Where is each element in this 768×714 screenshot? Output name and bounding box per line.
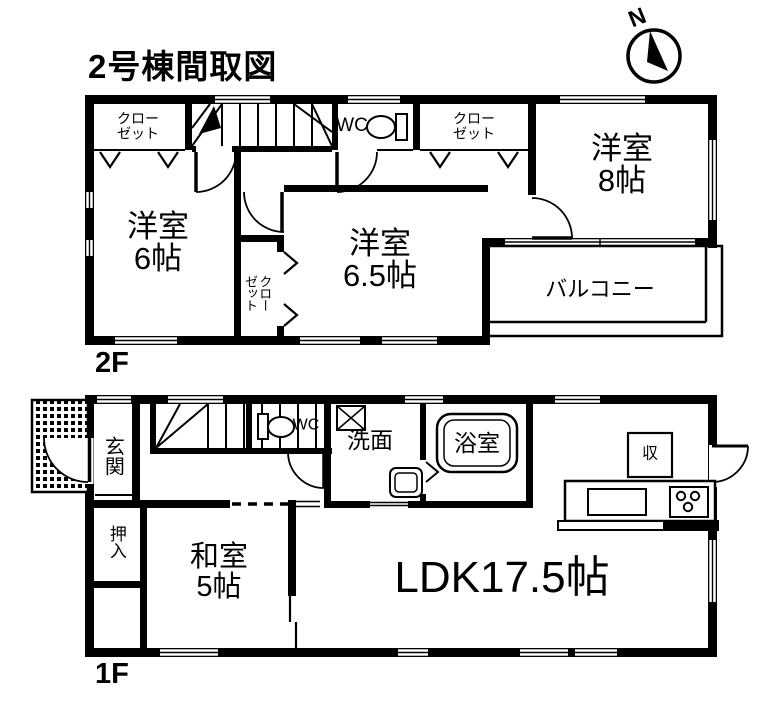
bathtub-icon — [435, 412, 519, 474]
room-name: 和室 — [189, 540, 249, 573]
closet-door-marks-2f — [99, 151, 519, 327]
room-label-storage: 収 — [641, 445, 659, 463]
room-label-closet-side-2f: クローゼット — [243, 275, 273, 311]
room-label-bedroom6: 洋室 6帖 — [127, 208, 189, 276]
storage-box — [626, 431, 674, 479]
room-name: 洋室 — [127, 208, 189, 244]
floor-label-2f: 2F — [95, 347, 129, 379]
room-label-wc-2f: WC — [336, 115, 368, 137]
front-door-arc — [43, 437, 89, 483]
sink-icon — [389, 467, 423, 498]
balcony-outline — [486, 244, 724, 338]
washing-machine-icon — [336, 405, 366, 431]
north-arrow-icon — [626, 28, 682, 84]
stairs-direction-arrow — [199, 106, 221, 134]
doors-1f — [287, 444, 749, 489]
room-size: 6帖 — [133, 241, 183, 276]
doors-2f — [194, 151, 573, 240]
room-label-wc-1f: WC — [292, 416, 320, 434]
page-title: 2号棟間取図 — [88, 48, 278, 85]
room-label-bathroom: 浴室 — [454, 430, 500, 457]
stove-icon — [669, 486, 709, 518]
room-name: 洋室 — [348, 225, 411, 261]
partition-lines-1f — [95, 449, 408, 648]
room-label-bedroom8: 洋室 8帖 — [591, 130, 653, 198]
room-size: 5帖 — [196, 571, 242, 603]
room-label-washitsu: 和室 5帖 — [190, 542, 248, 602]
room-label-entrance: 玄関 — [101, 436, 124, 476]
room-label-washroom: 洗面 — [347, 427, 393, 454]
kitchen-counter — [557, 479, 719, 531]
room-label-balcony: バルコニー — [545, 276, 655, 302]
floor-label-1f: 1F — [95, 658, 129, 690]
room-size: 6.5帖 — [342, 258, 418, 293]
room-label-oshiire: 押入 — [106, 525, 126, 559]
windows-2f — [86, 96, 716, 344]
room-label-bedroom65: 洋室 6.5帖 — [342, 225, 418, 293]
kitchen-sink-icon — [587, 488, 647, 516]
entrance-porch — [30, 398, 94, 494]
room-label-closet-mid-2f: クローゼット — [453, 110, 495, 141]
toilet-icon-1f — [257, 413, 295, 440]
room-label-closet-left-2f: クローゼット — [117, 110, 159, 141]
windows-1f — [97, 396, 716, 656]
toilet-icon-2f — [366, 113, 408, 141]
stairs-2f — [191, 103, 333, 147]
room-label-ldk: LDK17.5帖 — [394, 553, 610, 603]
room-name: 洋室 — [591, 130, 653, 166]
room-size: 8帖 — [597, 163, 647, 198]
